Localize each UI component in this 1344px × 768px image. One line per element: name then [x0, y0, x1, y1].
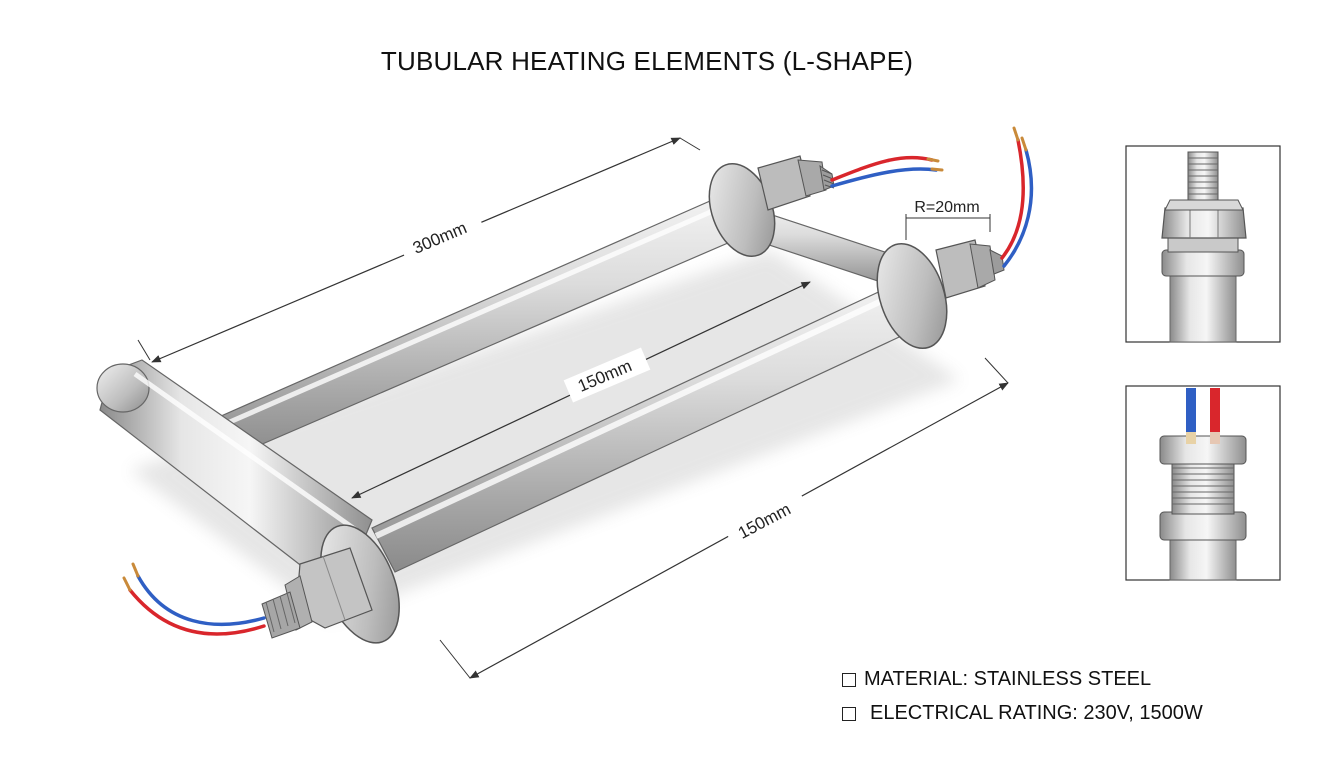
checkbox-icon: [842, 672, 856, 687]
back-terminal: [708, 155, 835, 258]
diagram-title: TUBULAR HEATING ELEMENTS (L-SHAPE): [380, 46, 914, 76]
dim-label-bend-radius: R=20mm: [914, 199, 979, 216]
wires-left: [122, 562, 266, 636]
dimension-bend-radius: R=20mm: [905, 199, 991, 240]
wires-top: [830, 155, 944, 188]
spec-electrical-rating: ELECTRICAL RATING: 230V, 1500W: [842, 702, 1203, 725]
threaded-terminal-icon: [1187, 151, 1219, 201]
spec-electrical-label: ELECTRICAL RATING: 230V, 1500W: [870, 702, 1203, 724]
tube-cross-left: [96, 359, 373, 589]
right-terminal: [876, 239, 1005, 350]
dim-label-length: 300mm: [410, 218, 470, 258]
threaded-terminal-icon: [1171, 461, 1235, 515]
wires-right: [1000, 126, 1034, 268]
spec-material-label: MATERIAL: STAINLESS STEEL: [864, 668, 1152, 690]
checkbox-icon: [842, 706, 856, 721]
left-terminal: [261, 524, 400, 644]
spec-material: MATERIAL: STAINLESS STEEL: [842, 668, 1151, 691]
hex-nut-icon: [1161, 199, 1247, 239]
detail-inset-terminal-nut: [1125, 145, 1281, 343]
detail-inset-wire-exit: [1125, 385, 1281, 581]
